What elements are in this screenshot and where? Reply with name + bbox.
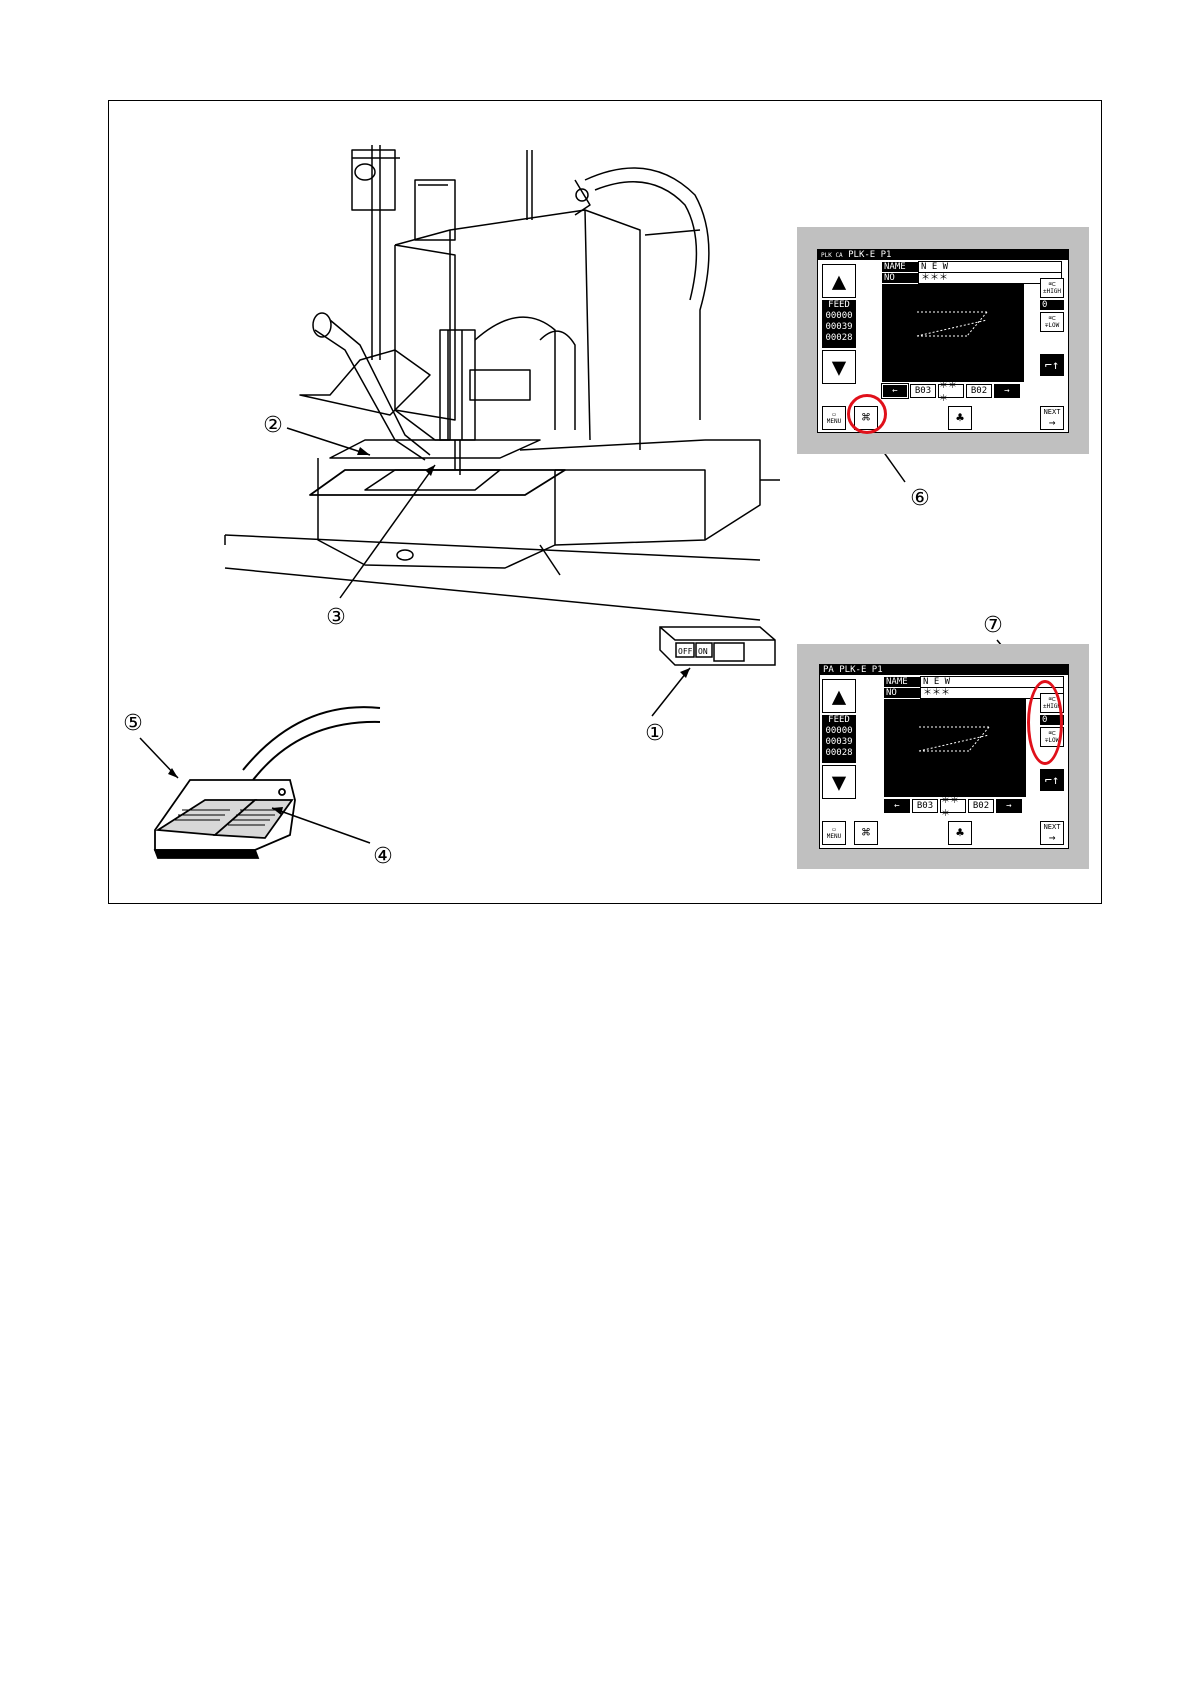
menu-label: MENU xyxy=(827,833,841,840)
title-bar: PA PLK-E P1 xyxy=(820,665,1068,675)
presser-up-button[interactable]: ⌐↑ xyxy=(1040,769,1064,791)
needle-icon: ♣ xyxy=(956,411,964,426)
nav-left-button[interactable]: ← xyxy=(882,384,908,398)
feed-value-1: 00000 xyxy=(822,311,856,322)
scroll-up-button[interactable]: ▲ xyxy=(822,264,856,298)
origin-return-icon: ⌘ xyxy=(862,825,870,841)
no-label: NO xyxy=(882,273,918,283)
callout-1: ① xyxy=(645,721,665,746)
feed-value-3: 00028 xyxy=(822,333,856,344)
nav-b02-button[interactable]: B02 xyxy=(968,799,994,813)
callout-6: ⑥ xyxy=(910,486,930,511)
callout-2: ② xyxy=(263,413,283,438)
speed-high-button[interactable]: ⌧⊏ ±HIGH xyxy=(1040,278,1064,298)
low-label: ∓LOW xyxy=(1045,322,1059,329)
pedal-icon: ⌧⊏ xyxy=(1048,315,1055,322)
nav-stars-button[interactable]: ＊＊＊ xyxy=(938,384,964,398)
pattern-preview xyxy=(884,699,1026,797)
next-button[interactable]: NEXT → xyxy=(1040,406,1064,430)
speed-low-button[interactable]: ⌧⊏ ∓LOW xyxy=(1040,312,1064,332)
callout-7: ⑦ xyxy=(983,613,1003,638)
nav-left-button[interactable]: ← xyxy=(884,799,910,813)
menu-button[interactable]: ▭ MENU xyxy=(822,821,846,845)
scroll-down-button[interactable]: ▼ xyxy=(822,350,856,384)
arrow-right-icon: → xyxy=(1049,831,1056,844)
foot-pedal xyxy=(155,707,380,858)
next-label: NEXT xyxy=(1044,408,1061,416)
title-small: PA xyxy=(823,665,834,675)
feed-label: FEED xyxy=(822,300,856,311)
title-small: PLK CA xyxy=(821,252,843,259)
arrow-right-icon: → xyxy=(1049,416,1056,429)
switch-off-label: OFF xyxy=(678,647,693,656)
nav-right-button[interactable]: → xyxy=(996,799,1022,813)
menu-button[interactable]: ▭ MENU xyxy=(822,406,846,430)
high-label: ±HIGH xyxy=(1043,288,1061,295)
scroll-down-button[interactable]: ▼ xyxy=(822,765,856,799)
origin-return-button[interactable]: ⌘ xyxy=(854,821,878,845)
highlight-ellipse-speed xyxy=(1027,680,1063,765)
power-switch-box xyxy=(660,627,775,665)
menu-icon: ▭ xyxy=(832,826,836,833)
pedal-icon: ⌧⊏ xyxy=(1048,281,1055,288)
name-label: NAME xyxy=(884,677,920,687)
no-label: NO xyxy=(884,688,920,698)
feed-value-2: 00039 xyxy=(822,322,856,333)
pattern-preview xyxy=(882,284,1024,382)
highlight-circle-origin xyxy=(847,394,887,434)
title: PLK-E P1 xyxy=(848,250,891,260)
feed-value-2: 00039 xyxy=(822,737,856,748)
callout-5: ⑤ xyxy=(123,711,143,736)
nav-b03-button[interactable]: B03 xyxy=(912,799,938,813)
feed-value-3: 00028 xyxy=(822,748,856,759)
nav-stars-button[interactable]: ＊＊＊ xyxy=(940,799,966,813)
control-panel-top: PLK CA PLK-E P1 NAME N E W NO ＊＊＊ ▲ FEED… xyxy=(797,227,1089,454)
next-label: NEXT xyxy=(1044,823,1061,831)
speed-value: 0 xyxy=(1040,300,1064,310)
nav-b02-button[interactable]: B02 xyxy=(966,384,992,398)
needle-icon-button[interactable]: ♣ xyxy=(948,821,972,845)
needle-icon-button[interactable]: ♣ xyxy=(948,406,972,430)
feed-value-1: 00000 xyxy=(822,726,856,737)
name-label: NAME xyxy=(882,262,918,272)
callout-3: ③ xyxy=(326,605,346,630)
stitch-pattern xyxy=(884,699,1026,797)
feed-counter: FEED 00000 00039 00028 xyxy=(822,715,856,763)
title: PLK-E P1 xyxy=(839,665,882,675)
scroll-up-button[interactable]: ▲ xyxy=(822,679,856,713)
next-button[interactable]: NEXT → xyxy=(1040,821,1064,845)
stitch-pattern xyxy=(882,284,1024,382)
title-bar: PLK CA PLK-E P1 xyxy=(818,250,1068,260)
menu-icon: ▭ xyxy=(832,411,836,418)
switch-on-label: ON xyxy=(698,647,708,656)
feed-counter: FEED 00000 00039 00028 xyxy=(822,300,856,348)
presser-up-button[interactable]: ⌐↑ xyxy=(1040,354,1064,376)
menu-label: MENU xyxy=(827,418,841,425)
callout-4: ④ xyxy=(373,844,393,869)
presser-up-icon: ⌐↑ xyxy=(1045,358,1059,372)
feed-label: FEED xyxy=(822,715,856,726)
presser-up-icon: ⌐↑ xyxy=(1045,773,1059,787)
nav-right-button[interactable]: → xyxy=(994,384,1020,398)
nav-b03-button[interactable]: B03 xyxy=(910,384,936,398)
needle-icon: ♣ xyxy=(956,826,964,841)
